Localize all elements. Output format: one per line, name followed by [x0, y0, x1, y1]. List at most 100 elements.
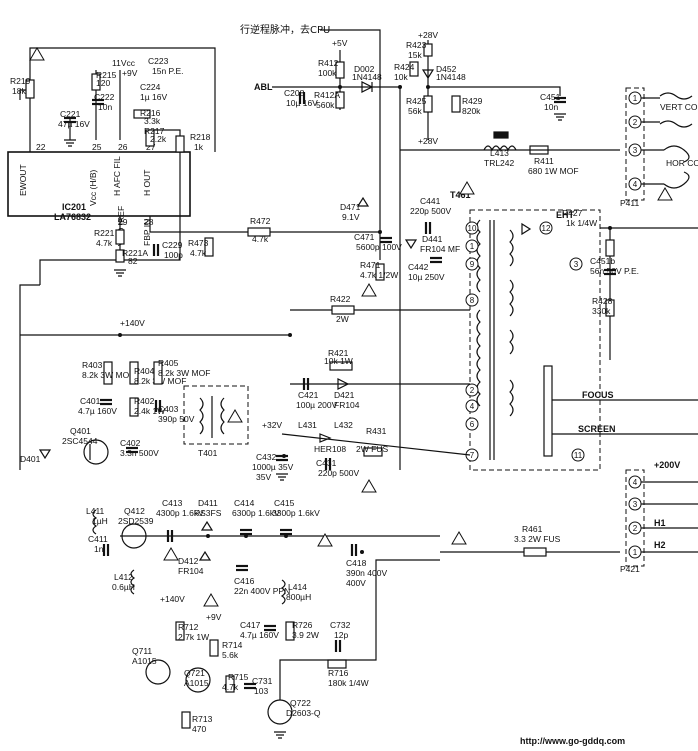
- res-r403: [103, 361, 113, 385]
- res-r221a: [115, 249, 125, 263]
- c431-ref: C431: [316, 458, 337, 468]
- diode-d431: [319, 433, 332, 443]
- rail-5v: +5V: [332, 38, 348, 48]
- l413-val: TRL242: [484, 158, 515, 168]
- pin25: 25: [92, 142, 102, 152]
- c451b-val: 56n 50V P.E.: [590, 266, 639, 276]
- res-r423: [423, 43, 433, 57]
- c442-val: 10µ 250V: [408, 272, 445, 282]
- junction-dot: [338, 85, 342, 89]
- d452-val: 1N4148: [436, 72, 466, 82]
- c432-val: 1000µ 35V: [252, 462, 294, 472]
- res-r428: [605, 299, 615, 317]
- r713-val: 470: [192, 724, 206, 734]
- c471-ref: C471: [354, 232, 375, 242]
- fbt-pin1: [465, 239, 479, 253]
- c223-val: 15n P.E.: [152, 66, 184, 76]
- c223-ref: C223: [148, 56, 169, 66]
- r429-ref: R429: [462, 96, 483, 106]
- c229-ref: C229: [162, 240, 183, 250]
- p411-pin4-label: 4: [633, 180, 638, 189]
- vert-coil-leads: [641, 97, 660, 123]
- c402-ref: C402: [120, 438, 141, 448]
- abl-label: ABL: [254, 82, 273, 92]
- r218-ref: R218: [190, 132, 211, 142]
- transistor-q711: [145, 659, 171, 685]
- c401-val: 4.7µ 160V: [78, 406, 117, 416]
- c417-ref: C417: [240, 620, 261, 630]
- res-r431: [363, 447, 383, 457]
- res-r427: [605, 239, 615, 257]
- warning-icon: [657, 187, 673, 201]
- c411-ref: C411: [88, 534, 108, 544]
- c221-val: 47µ 16V: [58, 119, 90, 129]
- res-r473: [204, 237, 214, 257]
- rail-200v: +200V: [654, 460, 680, 470]
- c414-val: 6300p 1.6kV: [232, 508, 280, 518]
- l411-val: 1µH: [92, 516, 108, 526]
- pin22: 22: [36, 142, 46, 152]
- q711-val: A1015: [132, 656, 157, 666]
- rail-32v: +32V: [262, 420, 282, 430]
- r217-val: 2.2k: [150, 134, 167, 144]
- pin28: 28: [144, 217, 154, 227]
- r412-ref: R412: [318, 58, 339, 68]
- c403-ref: C403: [158, 404, 179, 414]
- ic-pin-hafc: H AFC FIL: [112, 156, 122, 196]
- r431-ref: R431: [366, 426, 387, 436]
- r423-val: 15k: [408, 50, 422, 60]
- r716-ref: R716: [328, 668, 349, 678]
- r424-ref: R424: [394, 62, 415, 72]
- r411-val: 680 1W MOF: [528, 166, 579, 176]
- c471-val: 5600p 100V: [356, 242, 402, 252]
- rail-28v-top: +28V: [418, 30, 438, 40]
- r471-val: 4.7k 1/2W: [360, 270, 398, 280]
- c432-volt: 35V: [256, 472, 271, 482]
- c413-ref: C413: [162, 498, 183, 508]
- fbt-pin1-label: 1: [470, 242, 475, 251]
- r713-ref: R713: [192, 714, 213, 724]
- c414-ref: C414: [234, 498, 255, 508]
- r216-ref: R216: [140, 108, 161, 118]
- d471-val: 9.1V: [342, 212, 360, 222]
- warning-icon: [203, 593, 219, 607]
- r714-ref: R714: [222, 640, 243, 650]
- p411-pin2-label: 2: [633, 118, 638, 127]
- junction-dot: [282, 454, 286, 458]
- p421-pin3-label: 3: [633, 500, 638, 509]
- t401-secondary: [220, 397, 225, 435]
- junction-dot: [288, 333, 292, 337]
- q721-ref: Q721: [184, 668, 205, 678]
- res-r715: [225, 675, 235, 693]
- r715-ref: R715: [228, 672, 249, 682]
- r405-val: 8.2k 3W MOF: [158, 368, 210, 378]
- p411-pin1-label: 1: [633, 94, 638, 103]
- p421-pin2-label: 2: [633, 524, 638, 533]
- ground-icon: [554, 113, 566, 121]
- wire-fbpin: [149, 216, 380, 233]
- fbt-pin4-label: 4: [470, 402, 475, 411]
- c416-val: 22n 400V PPN: [234, 586, 290, 596]
- res-r422: [331, 305, 355, 315]
- fbt-diode-eht: [521, 222, 532, 236]
- junction-dot: [608, 226, 612, 230]
- d471-ref: D471: [340, 202, 361, 212]
- r403-ref: R403: [82, 360, 103, 370]
- c421-val: 100µ 200V: [296, 400, 338, 410]
- ic-pin-vcoiref: VCO IREF: [116, 206, 126, 246]
- r427-val: 1k 1/4W: [566, 218, 597, 228]
- r473-ref: R473: [188, 238, 209, 248]
- focus-label: FOCUS: [582, 390, 614, 400]
- c415-ref: C415: [274, 498, 295, 508]
- d412-ref: D412: [178, 556, 199, 566]
- fbt-pin8: [465, 293, 479, 307]
- transistor-q721: [185, 667, 211, 693]
- r425-ref: R425: [406, 96, 427, 106]
- l412-val: 0.6µH: [112, 582, 135, 592]
- wire-32v: [281, 433, 471, 456]
- r215-val: 120: [96, 78, 110, 88]
- r461-ref: R461: [522, 524, 543, 534]
- transistor-q401: [83, 439, 109, 465]
- ic-pin-fbpin: FBP IN: [142, 219, 152, 246]
